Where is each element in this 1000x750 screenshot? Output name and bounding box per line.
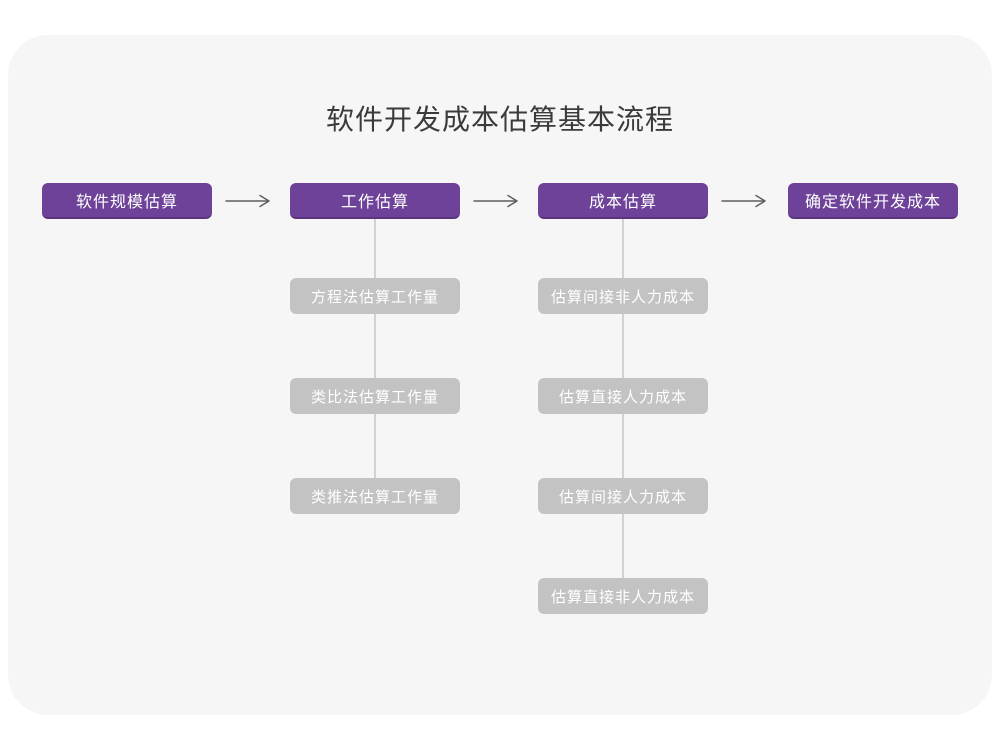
- sub-node-analogy-method: 类比法估算工作量: [290, 378, 460, 414]
- flow-node-software-scale-estimation: 软件规模估算: [42, 183, 212, 219]
- sub-node-label: 估算间接人力成本: [558, 488, 687, 506]
- sub-node-label: 类比法估算工作量: [310, 388, 439, 406]
- sub-node-label: 方程法估算工作量: [310, 288, 439, 306]
- sub-node-label: 估算间接非人力成本: [550, 288, 695, 306]
- flowchart-card: [8, 35, 992, 715]
- sub-node-label: 估算直接非人力成本: [550, 588, 695, 606]
- sub-node-label: 估算直接人力成本: [558, 388, 687, 406]
- arrow-right-icon: [719, 194, 769, 208]
- sub-node-indirect-labor-cost: 估算间接人力成本: [538, 478, 708, 514]
- flow-node-cost-estimation: 成本估算: [538, 183, 708, 219]
- flow-node-determine-development-cost: 确定软件开发成本: [788, 183, 958, 219]
- arrow-right-icon: [223, 194, 273, 208]
- flow-node-label: 成本估算: [588, 194, 657, 211]
- sub-node-direct-non-labor-cost: 估算直接非人力成本: [538, 578, 708, 614]
- flow-node-label: 确定软件开发成本: [804, 194, 941, 211]
- sub-node-equation-method: 方程法估算工作量: [290, 278, 460, 314]
- arrow-right-icon: [471, 194, 521, 208]
- sub-node-label: 类推法估算工作量: [310, 488, 439, 506]
- connector-line-work-estimation: [374, 218, 376, 490]
- sub-node-extrapolation-method: 类推法估算工作量: [290, 478, 460, 514]
- sub-node-direct-labor-cost: 估算直接人力成本: [538, 378, 708, 414]
- flow-node-label: 软件规模估算: [75, 194, 178, 211]
- flow-node-work-estimation: 工作估算: [290, 183, 460, 219]
- sub-node-indirect-non-labor-cost: 估算间接非人力成本: [538, 278, 708, 314]
- page-title: 软件开发成本估算基本流程: [325, 104, 674, 135]
- flow-node-label: 工作估算: [340, 194, 409, 211]
